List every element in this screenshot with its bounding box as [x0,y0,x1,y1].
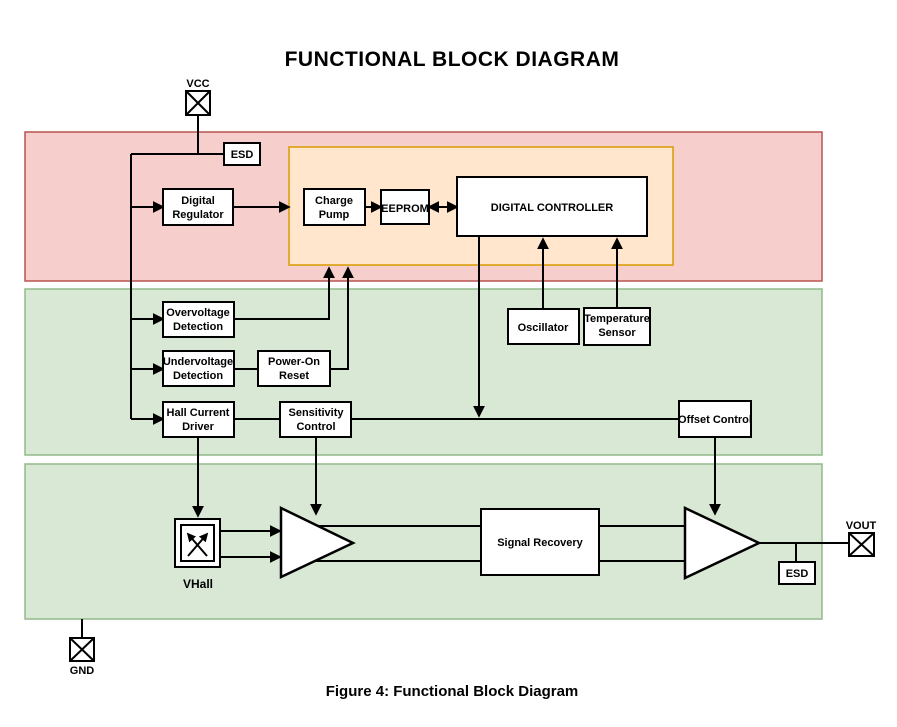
temperature-sensor-block: Temperature Sensor [583,307,651,346]
undervoltage-label-line1: Undervoltage [163,356,233,368]
digital-regulator-block: Digital Regulator [162,188,234,226]
charge-pump-box [303,188,366,226]
vout-pin-icon [848,532,875,557]
vcc-pin-icon [185,90,211,116]
sensitivity-control-label-line1: Sensitivity [288,407,344,419]
offset-control-box [678,400,752,438]
oscillator-block: Oscillator [507,308,580,345]
overvoltage-label-line1: Overvoltage [166,307,230,319]
diagram-title: FUNCTIONAL BLOCK DIAGRAM [285,48,620,71]
esd-output-label: ESD [786,568,809,580]
power-on-reset-block: Power-On Reset [257,350,331,387]
oscillator-box [507,308,580,345]
hall-current-driver-label-line2: Driver [182,421,215,433]
overvoltage-detection-block: Overvoltage Detection [162,301,235,338]
overvoltage-label-line2: Detection [173,321,223,333]
esd-top-label: ESD [231,149,254,161]
power-on-reset-label-line1: Power-On [268,356,320,368]
output-amplifier-icon [683,506,762,580]
power-on-reset-label-line2: Reset [279,370,309,382]
undervoltage-detection-block: Undervoltage Detection [162,350,235,387]
connectors [81,115,849,638]
esd-output-block: ESD [778,561,816,585]
digital-controller-block: DIGITAL CONTROLLER [456,176,648,237]
oscillator-label: Oscillator [518,322,569,334]
gnd-label: GND [70,665,95,677]
vhall-element-icon [174,518,221,568]
esd-top-block: ESD [223,142,261,166]
front-amplifier-icon [279,506,356,579]
vout-label: VOUT [846,520,877,532]
power-on-reset-box [257,350,331,387]
gnd-pin-x2 [69,637,95,662]
digital-regulator-box [162,188,234,226]
digital-controller-box [456,176,648,237]
conn-por-to-digital-core [330,266,354,370]
offset-control-block: Offset Control [678,400,752,438]
gnd-pin-icon [69,637,95,662]
digital-regulator-label-line2: Regulator [172,209,224,221]
vhall-cross-arrow-right [187,532,209,557]
esd-top-box [223,142,261,166]
signal-recovery-label: Signal Recovery [497,537,583,549]
charge-pump-label-line1: Charge [315,195,353,207]
temperature-sensor-label-line2: Sensor [598,327,636,339]
sensitivity-control-box [279,401,352,438]
hall-current-driver-box [162,401,235,438]
signal-recovery-box [480,508,600,576]
hall-current-driver-block: Hall Current Driver [162,401,235,438]
digital-regulator-label-line1: Digital [181,195,215,207]
sensitivity-control-label-line2: Control [296,421,335,433]
sensitivity-control-block: Sensitivity Control [279,401,352,438]
eeprom-label: EEPROM [381,203,429,215]
esd-output-box [778,561,816,585]
hall-current-driver-label-line1: Hall Current [167,407,230,419]
vhall-inner-box [180,524,215,562]
eeprom-block: EEPROM [380,189,430,225]
signal-recovery-block: Signal Recovery [480,508,600,576]
conn-overvoltage-to-digital-core [234,266,335,320]
undervoltage-label-line2: Detection [173,370,223,382]
charge-pump-label-line2: Pump [319,209,350,221]
vcc-pin-x2 [185,90,211,116]
temperature-sensor-box [583,307,651,346]
offset-control-label: Offset Control [678,414,752,426]
vhall-label: VHall [183,577,213,591]
eeprom-box [380,189,430,225]
figure-caption: Figure 4: Functional Block Diagram [326,683,579,700]
vcc-label: VCC [186,78,209,90]
overvoltage-detection-box [162,301,235,338]
undervoltage-detection-box [162,350,235,387]
charge-pump-block: Charge Pump [303,188,366,226]
temperature-sensor-label-line1: Temperature [584,313,650,325]
digital-controller-label: DIGITAL CONTROLLER [491,202,613,214]
vout-pin-x2 [848,532,875,557]
